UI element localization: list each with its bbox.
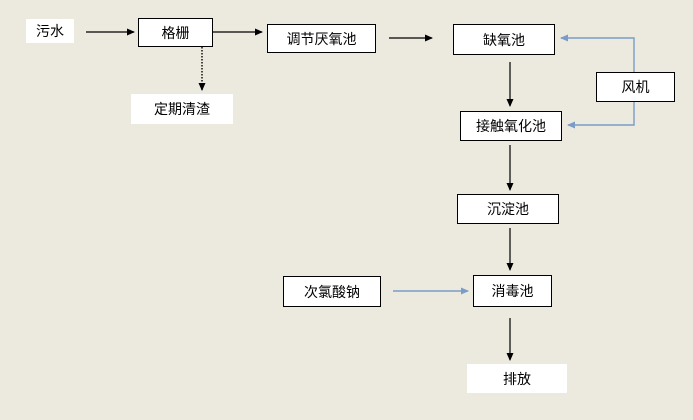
sodium-hypochlorite-box: 次氯酸钠 bbox=[283, 276, 381, 307]
arrow-blower-to-anoxic bbox=[560, 34, 635, 72]
regulating-anaerobic-tank-box: 调节厌氧池 bbox=[267, 24, 376, 53]
grille-box: 格栅 bbox=[138, 18, 213, 47]
blower-box: 风机 bbox=[596, 72, 675, 102]
contact-oxidation-tank-box: 接触氧化池 bbox=[460, 111, 562, 141]
disinfection-tank-box: 消毒池 bbox=[473, 275, 552, 307]
sedimentation-tank-box: 沉淀池 bbox=[457, 194, 559, 224]
periodic-cleaning-label: 定期清渣 bbox=[131, 94, 233, 124]
anoxic-tank-box: 缺氧池 bbox=[453, 24, 555, 55]
arrow-blower-to-contact bbox=[567, 102, 635, 129]
sewage-label: 污水 bbox=[26, 19, 74, 43]
discharge-label: 排放 bbox=[467, 364, 567, 393]
